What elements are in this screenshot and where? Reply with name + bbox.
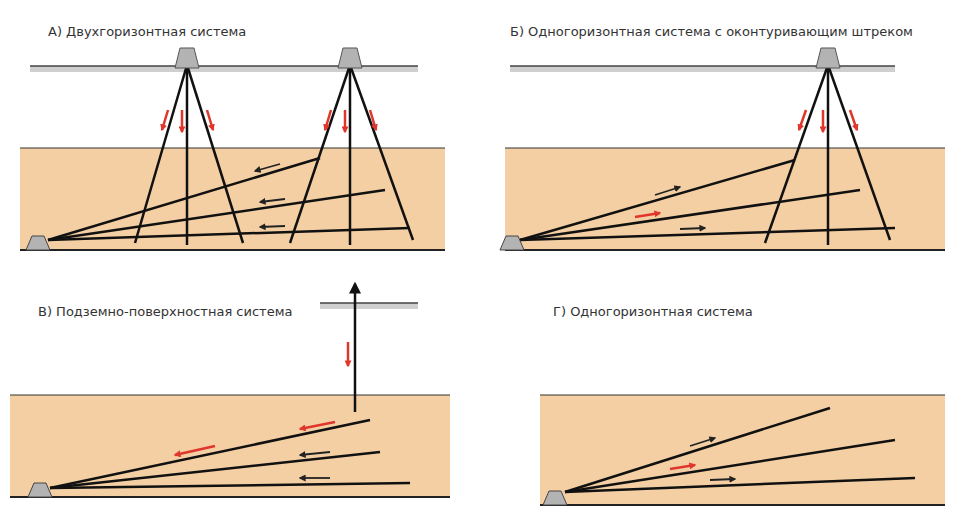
mine-working-line	[255, 164, 280, 171]
mine-working-line	[520, 190, 860, 240]
mine-working-line	[48, 158, 320, 240]
mine-working-line	[10, 394, 450, 395]
mine-working-line	[370, 110, 376, 130]
mine-working-line	[670, 465, 695, 469]
mine-working-line	[827, 65, 830, 245]
mine-working-line	[710, 479, 735, 480]
drawing-group	[162, 110, 376, 132]
drawing-group	[565, 408, 915, 492]
mine-working-line	[325, 110, 331, 130]
panel-title: В) Подземно-поверхностная система	[38, 304, 292, 320]
mine-working-line	[207, 110, 213, 130]
mine-working-line	[48, 190, 385, 240]
panel-b	[500, 48, 945, 250]
panel-title: Б) Одногоризонтная система с оконтуриваю…	[510, 24, 913, 40]
panel-title: А) Двухгоризонтная система	[48, 24, 246, 40]
mine-working-line	[350, 65, 413, 240]
mine-working-line	[680, 228, 705, 229]
ground-area	[320, 303, 418, 309]
mine-working-line	[520, 228, 895, 240]
mine-working-line	[10, 496, 450, 498]
ground-area	[505, 148, 945, 250]
mine-working-line	[162, 110, 168, 130]
mine-working-line	[690, 438, 715, 446]
headframe-symbol	[28, 483, 52, 497]
headframe-symbol	[175, 48, 199, 68]
drawing-group	[255, 164, 285, 227]
headframe-symbol	[543, 491, 567, 505]
drawing-group	[670, 465, 695, 469]
headframe-symbol	[816, 48, 840, 68]
mine-working-line	[260, 226, 285, 227]
mine-working-line	[850, 110, 857, 130]
mine-working-line	[765, 65, 828, 243]
mine-working-line	[799, 110, 806, 130]
mine-working-line	[260, 199, 285, 202]
mine-working-line	[50, 483, 410, 488]
panel-g	[540, 395, 945, 505]
mine-working-line	[300, 422, 335, 429]
mine-working-line	[20, 249, 445, 251]
mine-working-line	[50, 420, 370, 488]
mine-working-line	[520, 160, 795, 240]
panel-a	[20, 48, 445, 250]
mine-working-line	[290, 65, 350, 243]
mine-working-line	[50, 452, 380, 488]
mine-working-line	[354, 284, 357, 412]
mine-working-line	[48, 228, 410, 240]
mine-working-line	[300, 452, 330, 455]
drawing-group	[300, 452, 330, 478]
headframe-symbol	[338, 48, 362, 68]
ground-area	[10, 395, 450, 497]
mine-working-line	[822, 110, 825, 132]
mine-working-line	[344, 110, 347, 132]
mine-working-line	[135, 65, 187, 243]
ground-area	[20, 148, 445, 250]
mine-working-line	[565, 478, 915, 492]
headframe-symbol	[500, 236, 524, 250]
drawing-group	[175, 342, 348, 455]
headframe-symbol	[26, 236, 50, 250]
mine-working-line	[565, 408, 830, 492]
mine-working-line	[181, 110, 184, 132]
drawing-group	[635, 110, 857, 217]
mine-working-line	[175, 446, 215, 455]
mine-working-line	[540, 394, 945, 395]
mine-working-line	[349, 65, 352, 245]
drawing-group	[655, 187, 705, 229]
mine-working-line	[320, 302, 418, 304]
mine-working-line	[635, 213, 660, 217]
mine-working-line	[540, 504, 945, 506]
ground-area	[540, 395, 945, 505]
mine-working-line	[828, 65, 890, 240]
mine-working-line	[347, 342, 350, 366]
drawing-group	[690, 438, 735, 480]
mine-working-line	[655, 187, 680, 195]
mine-working-line	[300, 477, 330, 479]
panel-title: Г) Одногоризонтная система	[553, 304, 753, 320]
drawing-group	[520, 65, 895, 245]
panel-v	[10, 284, 450, 497]
mine-working-line	[505, 147, 945, 148]
drawing-group	[50, 420, 410, 488]
mine-working-line	[505, 249, 945, 251]
drawing-group	[48, 65, 413, 245]
